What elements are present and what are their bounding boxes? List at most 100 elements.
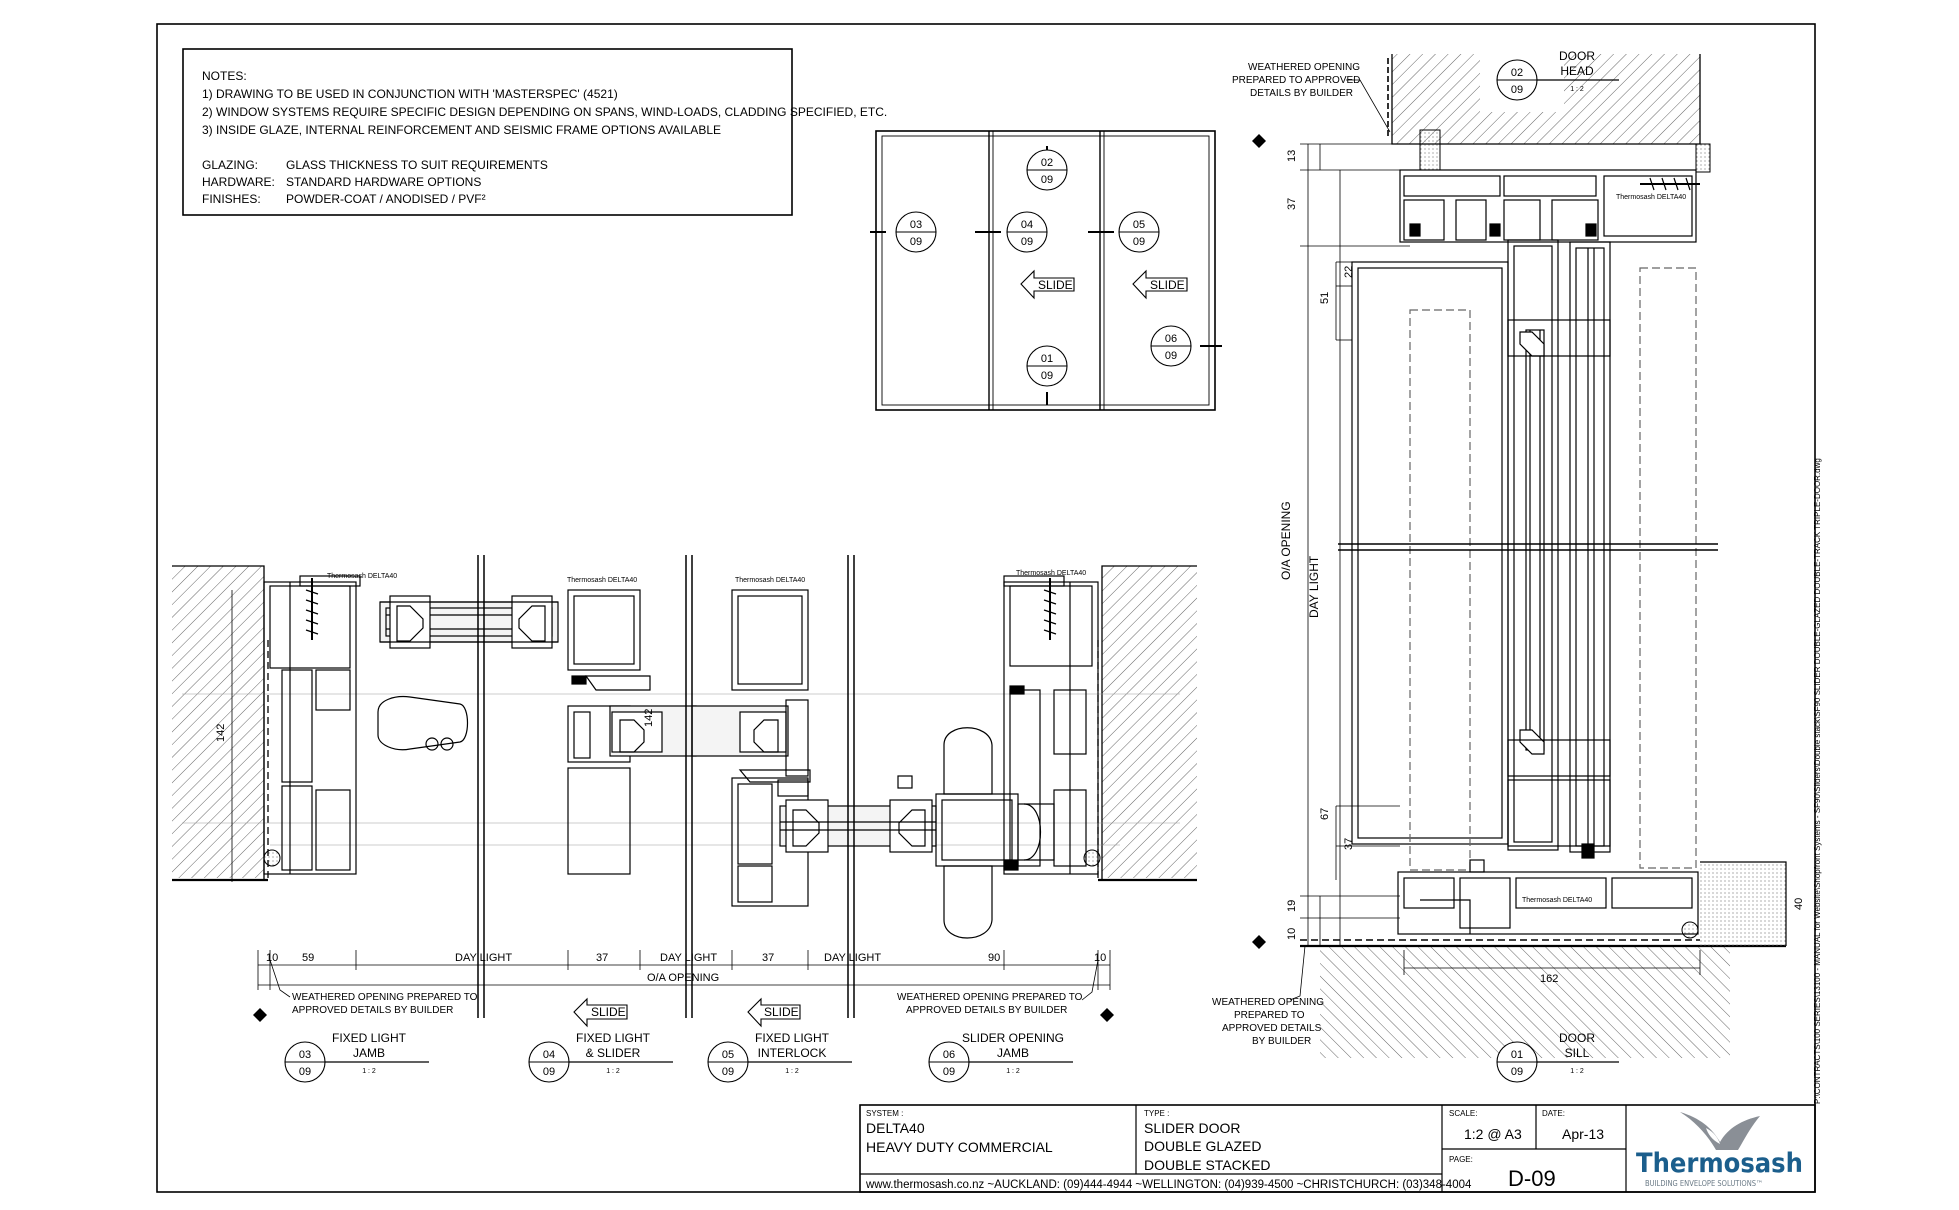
vs-brand-head: Thermosash DELTA40 bbox=[1616, 194, 1686, 201]
key-plan-bubble-01-number: 01 bbox=[1041, 353, 1053, 365]
note-line-1: 1) DRAWING TO BE USED IN CONJUNCTION WIT… bbox=[202, 87, 618, 101]
notes-heading: NOTES: bbox=[202, 69, 247, 83]
spec-value-finishes: POWDER-COAT / ANODISED / PVF² bbox=[286, 192, 486, 206]
detail-title-05-line2: INTERLOCK bbox=[758, 1046, 827, 1060]
system-line-2: HEAVY DUTY COMMERCIAL bbox=[866, 1139, 1053, 1155]
type-line-1: SLIDER DOOR bbox=[1144, 1120, 1240, 1136]
key-plan-slide-label-1: SLIDE bbox=[1038, 278, 1073, 292]
vs-title-head-line1: DOOR bbox=[1559, 49, 1595, 63]
note-line-3: 3) INSIDE GLAZE, INTERNAL REINFORCEMENT … bbox=[202, 123, 721, 137]
page-value: D-09 bbox=[1508, 1166, 1556, 1191]
spec-label-glazing: GLAZING: bbox=[202, 158, 258, 172]
plan-section: Thermosash DELTA40 bbox=[172, 555, 1197, 1028]
logo-tagline: BUILDING ENVELOPE SOLUTIONS™ bbox=[1645, 1179, 1763, 1188]
detail-scale-05: 1 : 2 bbox=[785, 1068, 799, 1075]
vs-note-top-1: WEATHERED OPENING bbox=[1248, 62, 1360, 73]
detail-bubble-03-number: 03 bbox=[299, 1049, 311, 1061]
notes-box: NOTES: 1) DRAWING TO BE USED IN CONJUNCT… bbox=[182, 48, 887, 216]
key-plan-bubble-05-number: 05 bbox=[1133, 219, 1145, 231]
detail-bubble-04-sheet: 09 bbox=[543, 1066, 555, 1078]
page-label: PAGE: bbox=[1449, 1155, 1473, 1164]
vs-note-bottom-1: WEATHERED OPENING bbox=[1212, 997, 1324, 1008]
detail-scale-03: 1 : 2 bbox=[362, 1068, 376, 1075]
vs-bubble-head-number: 02 bbox=[1511, 67, 1523, 79]
vs-bubble-head-sheet: 09 bbox=[1511, 84, 1523, 96]
plan-slide-label-2: SLIDE bbox=[764, 1005, 799, 1019]
system-line-1: DELTA40 bbox=[866, 1120, 925, 1136]
plan-dim-10b: 10 bbox=[1094, 952, 1106, 964]
spec-label-hardware: HARDWARE: bbox=[202, 175, 275, 189]
detail-scale-06: 1 : 2 bbox=[1006, 1068, 1020, 1075]
detail-bubble-05-sheet: 09 bbox=[722, 1066, 734, 1078]
vs-oa-opening: O/A OPENING bbox=[1279, 501, 1293, 580]
detail-bubble-05-number: 05 bbox=[722, 1049, 734, 1061]
file-path: P:\CONTRACTS\100 SERIES\13100 - MANUAL f… bbox=[1813, 458, 1822, 1104]
note-line-2: 2) WINDOW SYSTEMS REQUIRE SPECIFIC DESIG… bbox=[202, 105, 887, 119]
plan-dim-90: 90 bbox=[988, 952, 1000, 964]
vs-title-head-line2: HEAD bbox=[1560, 64, 1594, 78]
plan-brand-4: Thermosash DELTA40 bbox=[1016, 570, 1086, 577]
key-plan-bubble-05-sheet: 09 bbox=[1133, 236, 1145, 248]
detail-bubble-04-number: 04 bbox=[543, 1049, 555, 1061]
plan-brand-3: Thermosash DELTA40 bbox=[735, 577, 805, 584]
key-plan-bubble-01-sheet: 09 bbox=[1041, 370, 1053, 382]
plan-dim-59: 59 bbox=[302, 952, 314, 964]
key-plan-slide-label-2: SLIDE bbox=[1150, 278, 1185, 292]
key-plan-bubble-03-sheet: 09 bbox=[910, 236, 922, 248]
vs-dim-22: 22 bbox=[1343, 266, 1355, 278]
detail-title-05-line1: FIXED LIGHT bbox=[755, 1031, 830, 1045]
detail-bubble-03-sheet: 09 bbox=[299, 1066, 311, 1078]
vs-dim-37bot: 37 bbox=[1343, 838, 1355, 850]
type-label: TYPE : bbox=[1144, 1109, 1169, 1118]
thermosash-logo: Thermosash BUILDING ENVELOPE SOLUTIONS™ bbox=[1636, 1112, 1803, 1188]
key-plan-slide-arrow-2 bbox=[1132, 269, 1188, 300]
key-plan-bubble-02-number: 02 bbox=[1041, 157, 1053, 169]
vs-note-top-2: PREPARED TO APPROVED bbox=[1232, 75, 1360, 86]
key-plan-bubble-04-number: 04 bbox=[1021, 219, 1033, 231]
plan-dim-10a: 10 bbox=[266, 952, 278, 964]
plan-slide-label-1: SLIDE bbox=[591, 1005, 626, 1019]
plan-note-right-2: APPROVED DETAILS BY BUILDER bbox=[906, 1005, 1067, 1016]
vs-dim-19: 19 bbox=[1286, 900, 1298, 912]
plan-daylight-1: DAY LIGHT bbox=[455, 952, 512, 964]
spec-value-hardware: STANDARD HARDWARE OPTIONS bbox=[286, 175, 481, 189]
vs-dim-51: 51 bbox=[1319, 292, 1331, 304]
plan-note-right-1: WEATHERED OPENING PREPARED TO bbox=[897, 992, 1083, 1003]
vs-dim-162: 162 bbox=[1540, 973, 1558, 985]
plan-oa-opening: O/A OPENING bbox=[647, 972, 719, 984]
key-plan-bubble-03-number: 03 bbox=[910, 219, 922, 231]
key-plan-bubble-02-sheet: 09 bbox=[1041, 174, 1053, 186]
detail-title-06-line1: SLIDER OPENING bbox=[962, 1031, 1064, 1045]
logo-name: Thermosash bbox=[1636, 1148, 1803, 1179]
plan-daylight-3: DAY LIGHT bbox=[824, 952, 881, 964]
type-line-3: DOUBLE STACKED bbox=[1144, 1157, 1271, 1173]
plan-dim-37b: 37 bbox=[762, 952, 774, 964]
vs-dim-40: 40 bbox=[1793, 898, 1805, 910]
scale-label: SCALE: bbox=[1449, 1109, 1477, 1118]
key-plan-bubble-04-sheet: 09 bbox=[1021, 236, 1033, 248]
plan-note-left-2: APPROVED DETAILS BY BUILDER bbox=[292, 1005, 453, 1016]
plan-dim-142a: 142 bbox=[215, 724, 227, 742]
vs-dim-67: 67 bbox=[1319, 808, 1331, 820]
date-value: Apr-13 bbox=[1562, 1126, 1604, 1142]
system-label: SYSTEM : bbox=[866, 1109, 903, 1118]
vs-note-bottom-4: BY BUILDER bbox=[1252, 1036, 1311, 1047]
detail-bubble-06-sheet: 09 bbox=[943, 1066, 955, 1078]
key-plan-elevation bbox=[870, 130, 1222, 411]
vs-dim-10: 10 bbox=[1286, 928, 1298, 940]
bird-icon bbox=[1680, 1112, 1760, 1150]
vs-note-bottom-2: PREPARED TO bbox=[1234, 1010, 1305, 1021]
vertical-section: Thermosash DELTA40 bbox=[1212, 54, 1805, 1058]
